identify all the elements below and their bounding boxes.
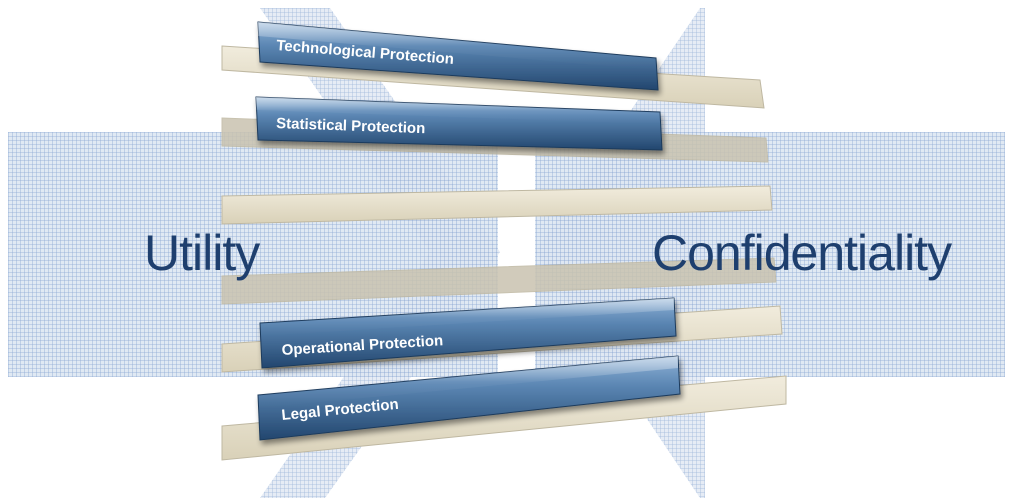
statistical-protection-label: Statistical Protection (276, 115, 426, 137)
technological-protection-bar (257, 21, 659, 91)
operational-protection-bar (259, 297, 677, 369)
plank (221, 257, 777, 305)
plank (221, 185, 773, 225)
utility-label: Utility (144, 225, 260, 281)
confidentiality-label: Confidentiality (652, 225, 952, 281)
legal-protection-bar (257, 355, 681, 441)
statistical-protection-bar (255, 96, 663, 151)
